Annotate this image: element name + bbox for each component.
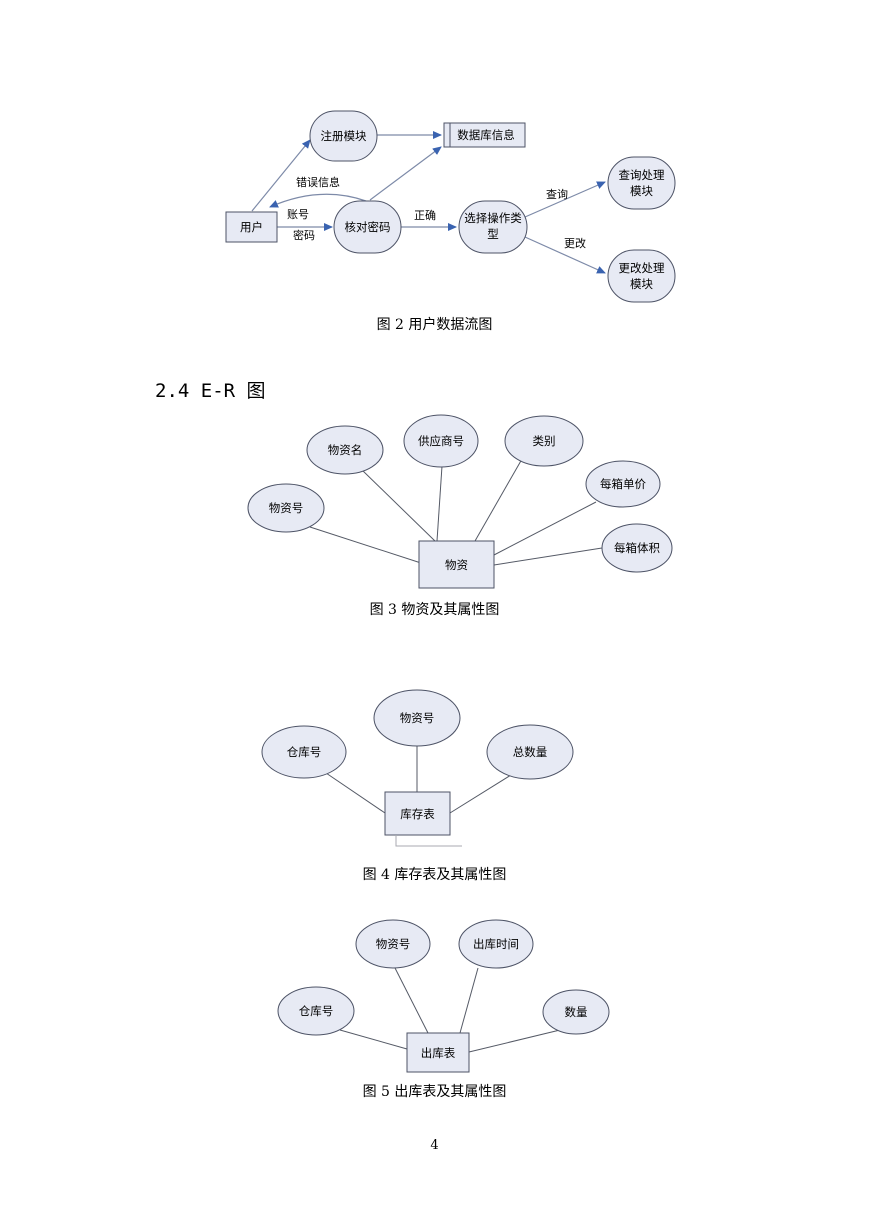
attr-unit-price [585, 460, 661, 508]
edge-material-id-3 [394, 967, 429, 1034]
attr-material-name [306, 425, 384, 475]
edge-label-account: 账号 [287, 208, 309, 221]
attr-material-id-label: 物资号 [269, 501, 304, 515]
edge-select-modify [524, 236, 606, 274]
figure5-outbound-er: 出库表 仓库号 物资号 出库时间 数量 [277, 919, 610, 1073]
attr-category-label: 类别 [533, 434, 556, 448]
edge-verify-user-error [269, 193, 367, 208]
attr-material-id-3-label: 物资号 [376, 937, 411, 951]
attr-unit-volume [601, 523, 673, 573]
database-store [443, 122, 526, 148]
attr-material-id-2 [373, 689, 461, 747]
user-label: 用户 [240, 220, 263, 234]
modify-label-line2: 模块 [630, 277, 653, 291]
attr-supplier-id-label: 供应商号 [418, 434, 464, 448]
edge-user-register [251, 139, 311, 212]
register-label: 注册模块 [321, 129, 367, 143]
attr-material-id-3 [355, 919, 431, 969]
edge-label-correct: 正确 [414, 209, 436, 222]
select-op-label-line1: 选择操作类 [464, 211, 522, 225]
user-box [225, 211, 278, 243]
verify-node [333, 200, 402, 254]
edge-label-password: 密码 [293, 228, 315, 242]
attr-total-qty-label: 总数量 [513, 745, 548, 759]
edge-unit-price [493, 501, 597, 556]
figure3-material-er: 物资 物资号 物资名 供应商号 类别 每箱单价 每箱体积 [247, 414, 673, 589]
modify-label-line1: 更改处理 [619, 261, 665, 275]
database-label: 数据库信息 [457, 128, 515, 142]
figure2-caption: 图 2 用户数据流图 [376, 317, 493, 333]
attr-warehouse-id-3 [277, 986, 355, 1036]
attr-out-time [458, 919, 534, 969]
inventory-entity-label: 库存表 [400, 807, 435, 821]
figure5-caption: 图 5 出库表及其属性图 [362, 1084, 507, 1100]
edge-verify-database [369, 146, 442, 201]
edge-label-query: 查询 [546, 187, 568, 201]
attr-unit-price-label: 每箱单价 [600, 477, 646, 491]
outbound-entity-label: 出库表 [421, 1046, 456, 1060]
edge-total-qty [449, 774, 512, 814]
outbound-entity [406, 1032, 470, 1073]
material-entity [418, 540, 495, 589]
edge-warehouse-id [325, 772, 386, 814]
attr-quantity-label: 数量 [565, 1005, 588, 1019]
select-op-label-line2: 型 [487, 227, 499, 241]
attr-material-name-label: 物资名 [328, 443, 363, 457]
attr-supplier-id [403, 414, 479, 468]
figure4-caption: 图 4 库存表及其属性图 [362, 867, 507, 883]
edge-label-error: 错误信息 [296, 175, 340, 189]
page-number: 4 [430, 1138, 439, 1153]
query-label-line1: 查询处理 [619, 168, 665, 182]
attr-category [504, 415, 584, 467]
edge-label-modify: 更改 [564, 236, 586, 250]
edge-select-query [524, 181, 606, 218]
verify-label: 核对密码 [345, 220, 391, 234]
attr-warehouse-id-label: 仓库号 [287, 745, 322, 759]
inventory-entity-shadow-line [395, 835, 462, 847]
section-heading: 2.4 E-R 图 [155, 380, 266, 402]
register-node [309, 110, 378, 162]
attr-unit-volume-label: 每箱体积 [614, 541, 660, 555]
inventory-entity [384, 791, 451, 836]
edge-material-name [361, 469, 436, 542]
edge-quantity [468, 1029, 561, 1053]
figure2-data-flow: 用户 注册模块 数据库信息 核对密码 选择操作类 型 查询处理 模块 更改处理 … [225, 110, 676, 303]
select-op-node [458, 200, 528, 254]
edge-category [474, 458, 523, 542]
edge-out-time [459, 967, 479, 1034]
attr-total-qty [486, 724, 574, 780]
attr-material-id [247, 483, 325, 533]
edge-supplier-id [436, 465, 443, 542]
modify-node [607, 249, 676, 303]
figure3-caption: 图 3 物资及其属性图 [369, 602, 500, 618]
query-node [607, 156, 676, 210]
attr-quantity [542, 989, 610, 1035]
material-entity-label: 物资 [445, 558, 468, 572]
edge-material-id [309, 526, 422, 564]
attr-out-time-label: 出库时间 [473, 937, 519, 951]
edge-unit-volume [493, 547, 603, 566]
figure4-inventory-er: 库存表 仓库号 物资号 总数量 [261, 689, 574, 847]
query-label-line2: 模块 [630, 184, 653, 198]
edge-warehouse-id-3 [339, 1029, 408, 1050]
attr-warehouse-id [261, 725, 347, 779]
attr-material-id-2-label: 物资号 [400, 711, 435, 725]
attr-warehouse-id-3-label: 仓库号 [299, 1004, 334, 1018]
